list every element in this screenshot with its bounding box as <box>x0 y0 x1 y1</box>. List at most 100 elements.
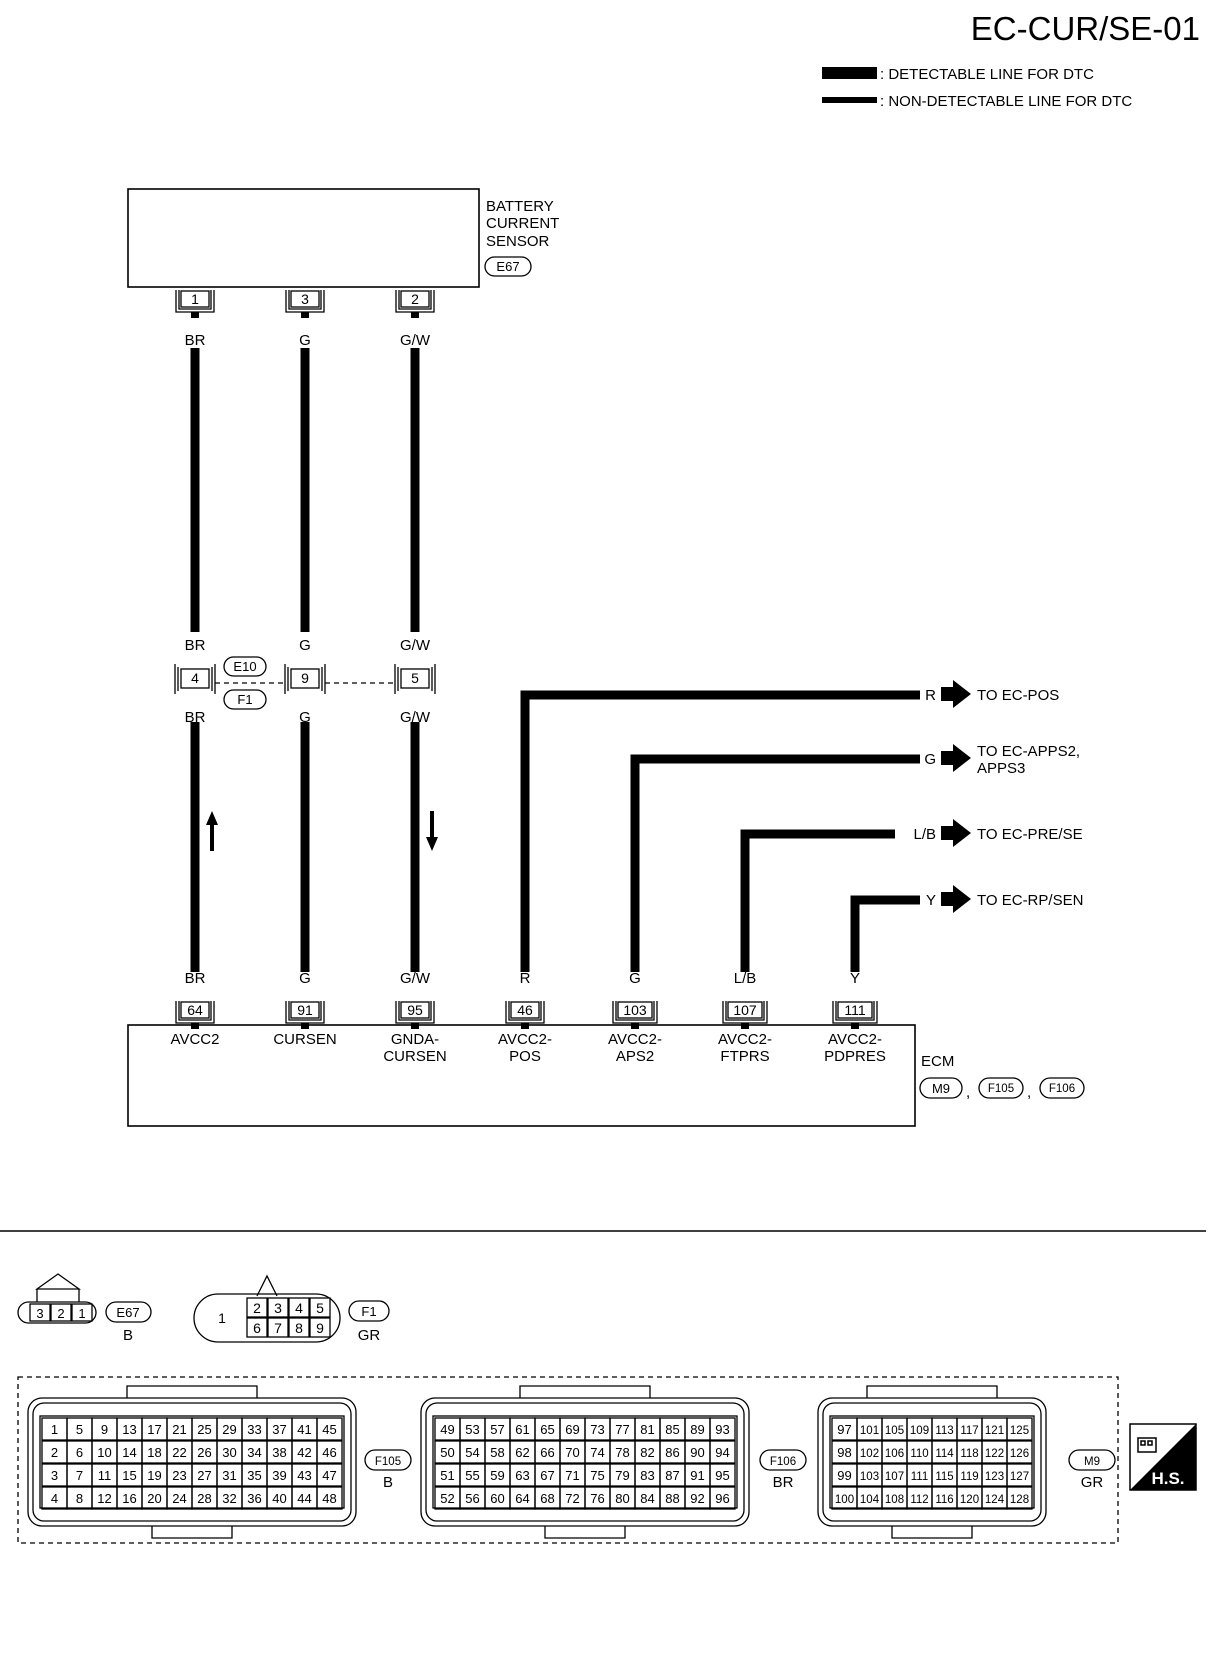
f1-pin-number: 6 <box>253 1320 261 1336</box>
sensor-wire-color: G <box>299 332 311 349</box>
f105-pin-number: 19 <box>147 1468 161 1483</box>
f106-pin-number: 68 <box>540 1491 554 1506</box>
ecm-terminal-name: AVCC2 <box>171 1031 220 1048</box>
f106-pin-number: 78 <box>615 1445 629 1460</box>
f106-bottom-tab <box>544 1526 626 1539</box>
f106-pin-number: 76 <box>590 1491 604 1506</box>
ecm-terminal-name: PDPRES <box>824 1048 886 1065</box>
battery-current-sensor-box <box>127 188 480 288</box>
f105-pin-cell <box>316 1440 343 1464</box>
output-g-color: G <box>924 751 936 768</box>
f106-pin-number: 95 <box>715 1468 729 1483</box>
f105-top-tab <box>126 1385 258 1398</box>
m9-pin-cell <box>1006 1486 1033 1510</box>
sensor-connector-badge <box>484 256 532 277</box>
f106-pin-number: 79 <box>615 1468 629 1483</box>
m9-pin-number: 126 <box>1010 1448 1029 1460</box>
f1-pin-cell <box>267 1317 289 1338</box>
f106-pin-number: 83 <box>640 1468 654 1483</box>
signal-down-arrow <box>426 811 438 851</box>
f106-pin-number: 53 <box>465 1422 479 1437</box>
ecm-terminal-pin-box <box>510 1001 540 1019</box>
sensor-pin-pin-number: 3 <box>301 291 309 307</box>
f106-pin-number: 57 <box>490 1422 504 1437</box>
f106-pin-number: 74 <box>590 1445 604 1460</box>
ecm-terminal-bracket-inner <box>178 1001 212 1021</box>
output-y-color: Y <box>926 892 936 909</box>
legend-thin-swatch <box>822 97 877 103</box>
f106-pin-cell <box>709 1463 736 1487</box>
ecm-wire-color: G/W <box>400 970 431 987</box>
ecm-terminal-name: CURSEN <box>273 1031 336 1048</box>
f106-pin-number: 93 <box>715 1422 729 1437</box>
f106-pin-number: 59 <box>490 1468 504 1483</box>
f106-pin-number: 60 <box>490 1491 504 1506</box>
sensor-pin-pin-stub <box>301 312 309 318</box>
e67-pin-cell <box>71 1303 93 1322</box>
f1-pin-cell <box>288 1297 310 1318</box>
f106-pin-number: 55 <box>465 1468 479 1483</box>
f105-pin-number: 11 <box>98 1468 112 1483</box>
ecm-terminal-pin-stub <box>631 1023 639 1029</box>
ecm-terminal-bracket-inner <box>288 1001 322 1021</box>
f1-pin-cell <box>309 1317 331 1338</box>
ecm-terminal-pin-box <box>837 1001 873 1019</box>
f105-pin-number: 9 <box>101 1422 108 1437</box>
f105-housing-inner <box>32 1402 352 1522</box>
sensor-name: BATTERY CURRENT SENSOR <box>486 198 559 250</box>
m9-bottom-tab <box>891 1526 973 1539</box>
junction-pin-number: 5 <box>411 670 419 686</box>
ecm-connector-group-outline <box>17 1376 1119 1544</box>
f1-color: GR <box>358 1327 381 1344</box>
output-r-arrow <box>941 680 971 708</box>
ecm-connector-badge-f106 <box>1039 1077 1085 1099</box>
ecm-terminal-pin-box <box>727 1001 763 1019</box>
ecm-terminal-bracket-inner <box>615 1001 655 1021</box>
f106-housing-inner <box>425 1402 745 1522</box>
hs-badge: H.S. <box>1129 1423 1197 1491</box>
ecm-connector-separator: , <box>1027 1084 1031 1101</box>
ecm-terminal-pin-number: 91 <box>297 1002 313 1018</box>
e67-pin-number: 2 <box>57 1306 64 1321</box>
f106-pin-number: 89 <box>690 1422 704 1437</box>
output-g-dest-line-2: APPS3 <box>977 760 1025 777</box>
m9-pin-cell <box>1006 1440 1033 1464</box>
wire-y-rpsen <box>850 895 920 972</box>
f1-pin-number: 7 <box>274 1320 282 1336</box>
f106-id: F106 <box>770 1456 796 1468</box>
ecm-terminal-pin-stub <box>191 1023 199 1029</box>
f105-pin-number: 48 <box>322 1491 336 1506</box>
ecm-wire-color: G <box>629 970 641 987</box>
junction-pin-number: 4 <box>191 670 199 686</box>
f105-pin-number: 39 <box>272 1468 286 1483</box>
f106-id-badge <box>759 1449 807 1471</box>
f106-pin-number: 77 <box>615 1422 629 1437</box>
f1-pin-cell <box>309 1297 331 1318</box>
f1-id: F1 <box>361 1304 376 1319</box>
ecm-wire-color: L/B <box>734 970 757 987</box>
f105-pin-number: 28 <box>197 1491 211 1506</box>
f105-pin-number: 46 <box>322 1445 336 1460</box>
wire-color-labels: BR G G/W BR G G/W BR G G/W <box>185 332 431 726</box>
sensor-name-line-1: BATTERY <box>486 198 554 215</box>
f105-pin-number: 10 <box>97 1445 111 1460</box>
f106-pin-number: 67 <box>540 1468 554 1483</box>
f105-pin-number: 17 <box>147 1422 161 1437</box>
ecm-terminal-pin-box <box>290 1001 320 1019</box>
ecm-terminal-pin-stub <box>521 1023 529 1029</box>
f1-id-badge <box>348 1300 390 1322</box>
f105-pin-cell <box>316 1486 343 1510</box>
sensor-wire-color: G/W <box>400 332 431 349</box>
f106-pin-number: 90 <box>690 1445 704 1460</box>
f105-pin-number: 12 <box>97 1491 111 1506</box>
f105-pin-number: 13 <box>122 1422 136 1437</box>
f106-pin-number: 72 <box>565 1491 579 1506</box>
junction-wire-color-bottom: G/W <box>400 709 431 726</box>
ecm-terminal-name: AVCC2- <box>498 1031 552 1048</box>
m9-pin-number: 127 <box>1010 1471 1029 1483</box>
f106-pin-cell <box>709 1486 736 1510</box>
f105-pin-number: 3 <box>51 1468 58 1483</box>
m9-pin-number: 121 <box>985 1425 1004 1437</box>
